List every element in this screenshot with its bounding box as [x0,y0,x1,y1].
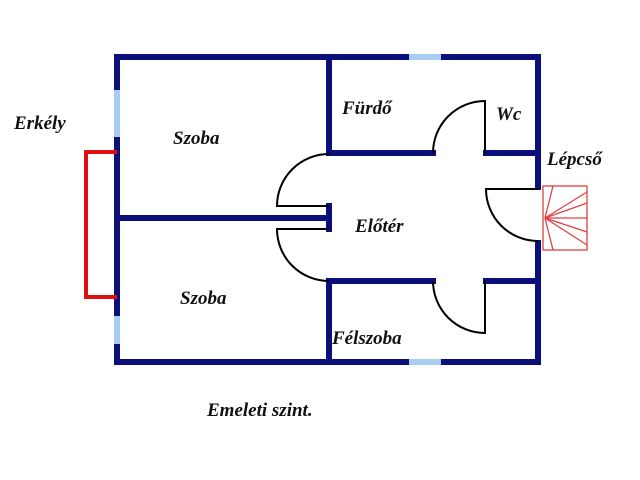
room-label-furdo: Fürdő [341,98,393,119]
door-szoba-top [275,153,330,207]
balcony [84,150,117,299]
door-entrance [484,188,539,242]
plan-title: Emeleti szint. [206,400,313,421]
door-szoba-bottom [275,228,330,282]
room-label-szoba-top: Szoba [173,128,220,149]
windows [114,54,441,365]
label-lepcso: Lépcső [546,149,603,170]
stairs [542,185,588,251]
label-erkely: Erkély [13,113,66,134]
doors [275,99,539,335]
room-label-eloter: Előtér [354,216,404,237]
door-wc [432,99,486,154]
room-label-felszoba: Félszoba [331,328,402,349]
walls [114,54,542,365]
room-label-wc: Wc [496,104,522,125]
door-felszoba [432,280,486,335]
room-label-szoba-bottom: Szoba [180,288,227,309]
